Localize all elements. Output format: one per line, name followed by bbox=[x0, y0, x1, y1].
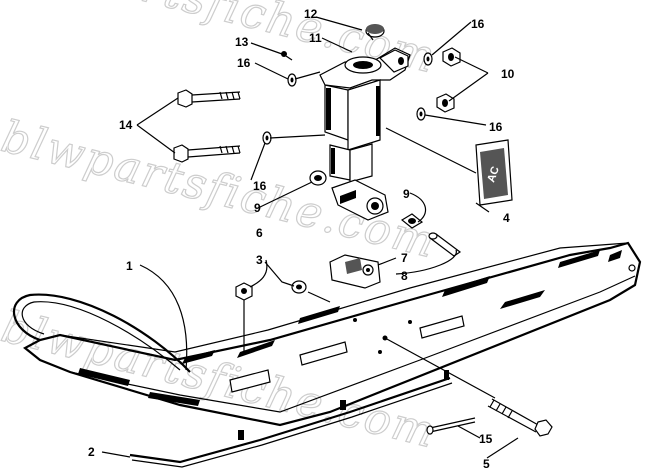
label-part-8: 8 bbox=[401, 269, 408, 283]
saddle-bushing bbox=[291, 280, 331, 303]
spacer-tube bbox=[428, 232, 462, 257]
label-part-9-right: 9 bbox=[403, 187, 410, 201]
label-part-11: 11 bbox=[309, 31, 322, 45]
label-part-2: 2 bbox=[88, 445, 95, 459]
washers bbox=[262, 52, 433, 145]
label-part-16-upper-left: 16 bbox=[237, 56, 251, 70]
wear-bar bbox=[129, 370, 453, 468]
label-part-6: 6 bbox=[256, 226, 263, 240]
ski-body bbox=[12, 241, 642, 427]
grease-cap bbox=[365, 24, 385, 41]
part-labels: 12 11 13 16 16 10 14 16 16 9 9 4 6 7 3 1… bbox=[88, 7, 515, 471]
grease-fitting bbox=[281, 51, 293, 61]
saddle-nut bbox=[235, 282, 253, 352]
cotter-pin bbox=[426, 417, 476, 435]
label-part-9-left: 9 bbox=[254, 201, 261, 215]
watermark-bottom: blwpartsfiche.com bbox=[0, 301, 441, 458]
lock-nuts bbox=[436, 47, 461, 113]
label-part-16-lower-right: 16 bbox=[489, 120, 503, 134]
label-part-13: 13 bbox=[235, 35, 249, 49]
leader-lines bbox=[101, 16, 519, 459]
label-part-3: 3 bbox=[256, 253, 263, 267]
spindle-assembly bbox=[319, 47, 411, 221]
logo-plate-lettering: AC bbox=[485, 165, 502, 184]
label-part-12: 12 bbox=[304, 7, 318, 21]
label-part-14: 14 bbox=[119, 118, 133, 132]
spindle-bolts bbox=[173, 89, 241, 163]
label-part-7: 7 bbox=[401, 251, 408, 265]
label-part-1: 1 bbox=[126, 259, 133, 273]
ski-saddle bbox=[329, 254, 381, 289]
label-part-10: 10 bbox=[501, 67, 515, 81]
label-part-15: 15 bbox=[479, 432, 493, 446]
label-part-16-upper-right: 16 bbox=[471, 17, 485, 31]
label-part-16-lower-left: 16 bbox=[253, 179, 267, 193]
ski-bolt bbox=[487, 398, 553, 437]
logo-plate: AC bbox=[475, 139, 513, 206]
label-part-5: 5 bbox=[483, 457, 490, 471]
bushings bbox=[309, 170, 424, 229]
label-part-4: 4 bbox=[503, 211, 510, 225]
